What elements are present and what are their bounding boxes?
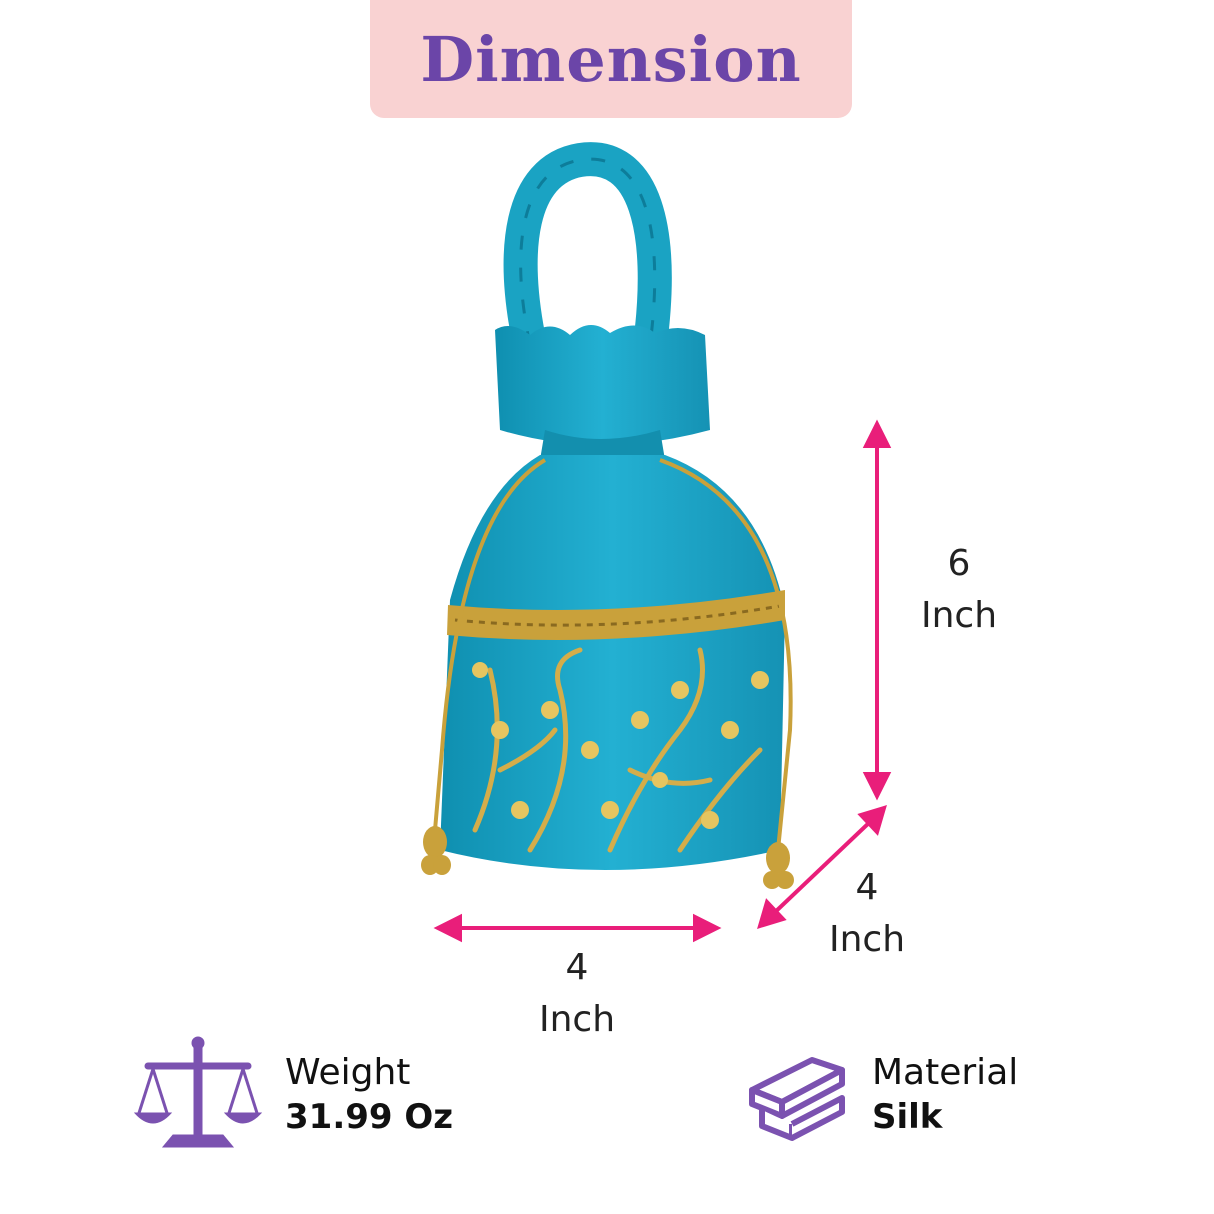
height-unit: Inch [920,595,998,636]
product-image [421,142,794,889]
depth-arrow [770,818,874,917]
material-spec: Material Silk [742,1040,1018,1150]
bag-handle [503,142,672,362]
depth-label: 4 Inch [808,862,926,966]
height-label: 6 Inch [900,538,1018,642]
weight-value: 31.99 Oz [285,1097,454,1137]
embroidery [472,647,763,853]
page-title: Dimension [420,22,802,96]
bag-ruffle [495,324,710,445]
weight-label: Weight [285,1052,411,1093]
drawstrings [433,458,793,851]
scale-icon [133,1036,263,1148]
bag-body [440,455,785,870]
width-value: 4 [565,947,589,988]
material-label: Material [872,1052,1019,1093]
depth-value: 4 [855,867,879,908]
beam-icon [749,1057,845,1141]
gold-band [447,590,785,640]
width-label: 4 Inch [518,942,636,1046]
depth-unit: Inch [828,919,906,960]
weight-spec: Weight 31.99 Oz [133,1035,453,1155]
title-banner: Dimension [370,0,852,118]
material-value: Silk [872,1097,943,1137]
height-value: 6 [947,543,971,584]
width-unit: Inch [538,999,616,1040]
